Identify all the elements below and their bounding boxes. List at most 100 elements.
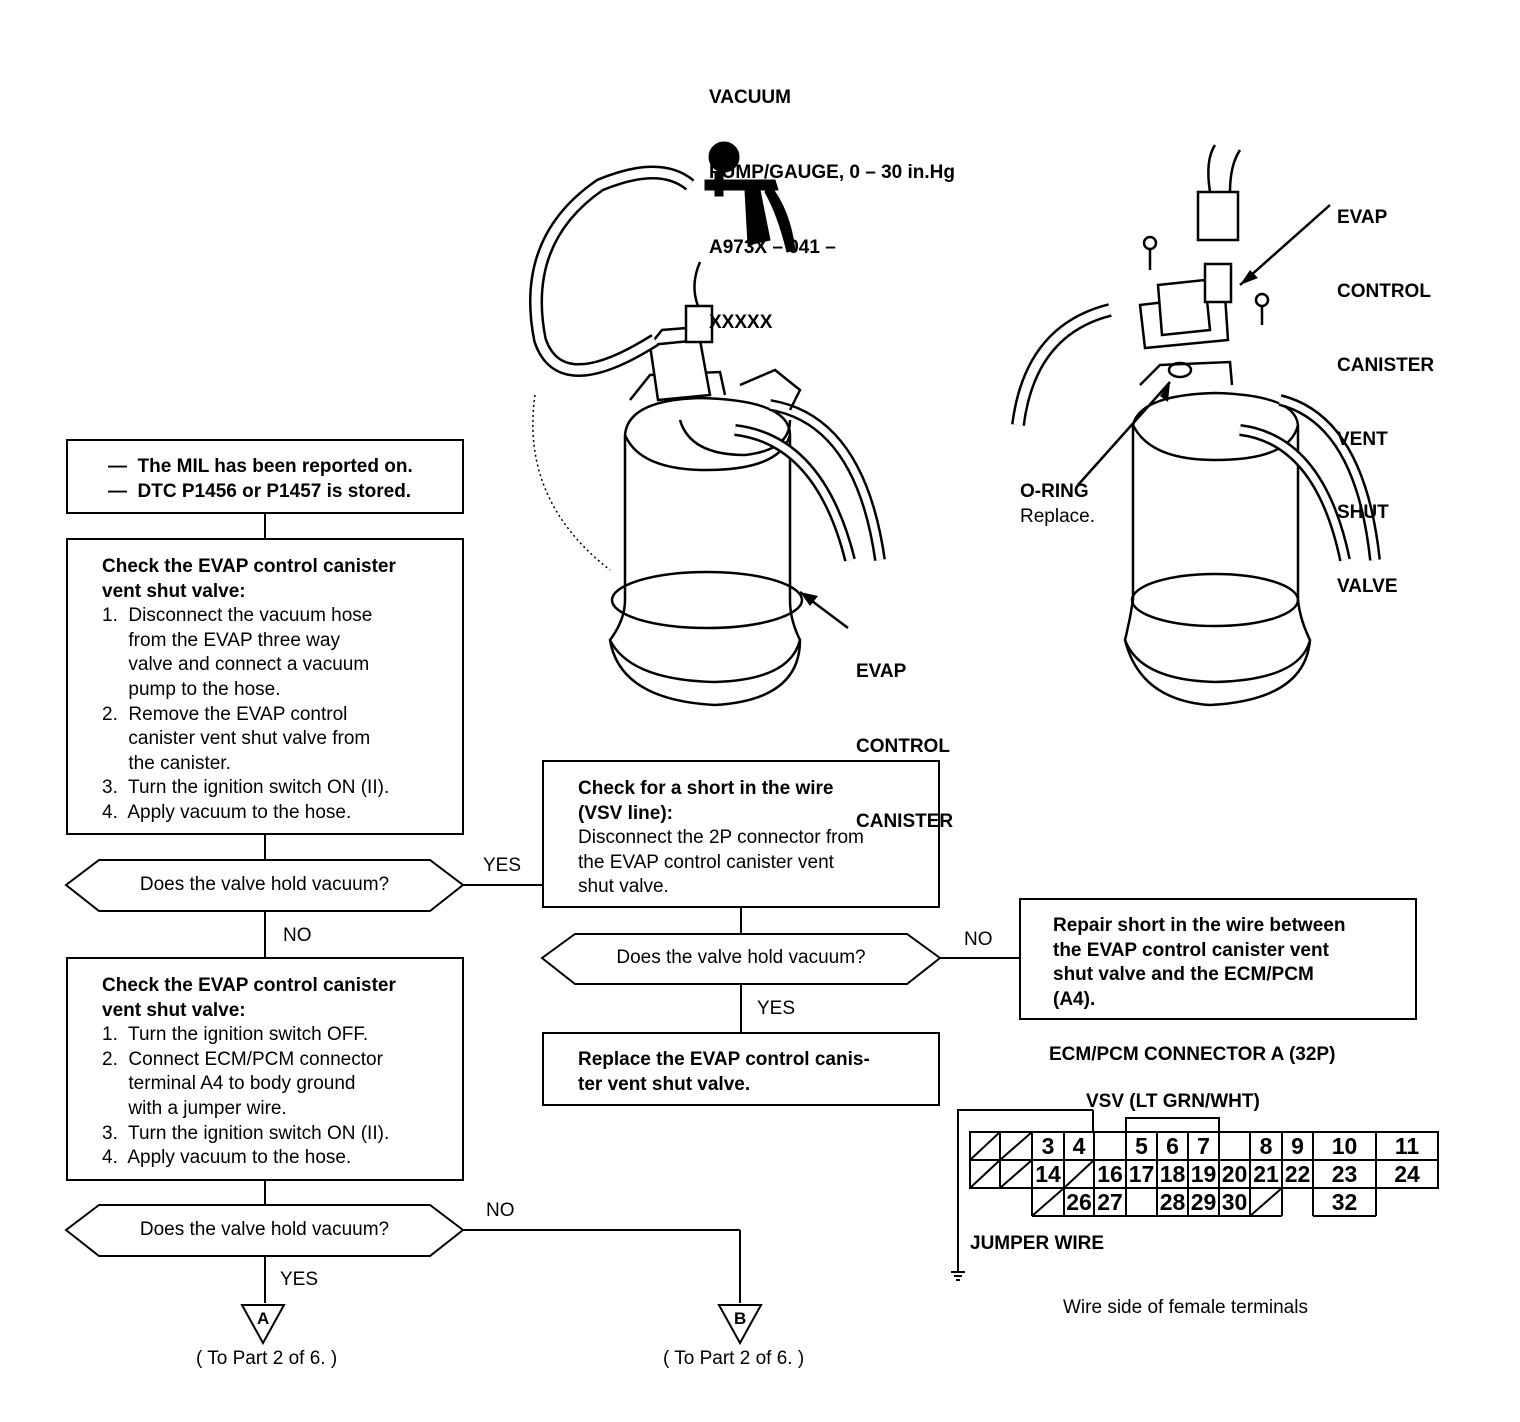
- pin-32: 32: [1331, 1189, 1358, 1215]
- canister-label: EVAP CONTROL CANISTER: [856, 609, 953, 859]
- step1-heading-2: vent shut valve:: [102, 580, 246, 602]
- canister-label-line: EVAP: [856, 661, 907, 682]
- pin-23: 23: [1331, 1161, 1358, 1187]
- start-box: — The MIL has been reported on. — DTC P1…: [66, 439, 464, 514]
- step2-line: 4. Apply vacuum to the hose.: [102, 1147, 352, 1169]
- step1-line: valve and connect a vacuum: [102, 654, 370, 676]
- step1-line: from the EVAP three way: [102, 629, 340, 651]
- connector-title: ECM/PCM CONNECTOR A (32P): [1049, 1044, 1336, 1065]
- decision3-yes: YES: [757, 998, 796, 1019]
- o-ring-label: O-RING: [1020, 481, 1089, 502]
- connector-caption: Wire side of female terminals: [1063, 1297, 1308, 1318]
- pin-29: 29: [1190, 1189, 1217, 1215]
- step2-heading-2: vent shut valve:: [102, 999, 246, 1021]
- pin-5: 5: [1135, 1133, 1148, 1159]
- canister-exploded-illustration: [1011, 144, 1381, 707]
- step2-line: 2. Connect ECM/PCM connector: [102, 1048, 383, 1070]
- terminal-b-letter: B: [734, 1309, 747, 1328]
- vent-valve-label-line: SHUT: [1337, 502, 1389, 524]
- vent-valve-label-line: VALVE: [1337, 576, 1398, 598]
- step1-line: 2. Remove the EVAP control: [102, 703, 348, 725]
- pin-22: 22: [1284, 1161, 1311, 1187]
- canister-arrowhead: [800, 592, 818, 606]
- connector-grid: [951, 1109, 1439, 1281]
- terminal-b-triangle: [717, 1304, 763, 1346]
- step2-heading-1: Check the EVAP control canister: [102, 975, 396, 996]
- step2-box: Check the EVAP control canister vent shu…: [66, 957, 464, 1181]
- pin-16: 16: [1097, 1161, 1123, 1187]
- step1-line: 3. Turn the ignition switch ON (II).: [102, 777, 390, 799]
- pin-19: 19: [1190, 1161, 1217, 1187]
- pin-11: 11: [1394, 1133, 1420, 1159]
- vacuum-pump-label-line: A973X – 041 –: [709, 237, 836, 258]
- decision1-shape: [64, 859, 465, 912]
- pin-10: 10: [1331, 1133, 1358, 1159]
- replace-box: Replace the EVAP control canis- ter vent…: [542, 1032, 940, 1106]
- vsv-label: VSV (LT GRN/WHT): [1086, 1091, 1260, 1112]
- terminal-a-letter: A: [257, 1309, 270, 1328]
- pin-18: 18: [1159, 1161, 1186, 1187]
- short-heading-1: Check for a short in the wire: [578, 778, 834, 799]
- repair-line: shut valve and the ECM/PCM: [1053, 964, 1314, 986]
- replace-line-2: ter vent shut valve.: [578, 1073, 751, 1095]
- canister-label-line: CONTROL: [856, 736, 950, 757]
- pin-24: 24: [1394, 1161, 1420, 1187]
- pin-9: 9: [1291, 1133, 1304, 1159]
- step1-line: 4. Apply vacuum to the hose.: [102, 801, 352, 823]
- step1-line: 1. Disconnect the vacuum hose: [102, 605, 373, 627]
- decision3-text: Does the valve hold vacuum?: [616, 947, 866, 968]
- pin-28: 28: [1159, 1189, 1186, 1215]
- pin-17: 17: [1128, 1161, 1155, 1187]
- step2-line: 3. Turn the ignition switch ON (II).: [102, 1122, 390, 1144]
- start-line-1: — The MIL has been reported on.: [108, 456, 413, 477]
- short-line: the EVAP control canister vent: [578, 851, 834, 873]
- step1-line: the canister.: [102, 752, 231, 774]
- o-ring-note: Replace.: [1020, 506, 1095, 527]
- vacuum-pump-label-line: VACUUM: [709, 87, 791, 108]
- vent-valve-label-line: CANISTER: [1337, 354, 1435, 376]
- step2-line: with a jumper wire.: [102, 1097, 287, 1119]
- oring-arrowhead: [1160, 382, 1170, 402]
- terminal-a-triangle: [240, 1304, 286, 1346]
- short-check-box: Check for a short in the wire (VSV line)…: [542, 760, 940, 908]
- terminal-b-note: ( To Part 2 of 6. ): [663, 1348, 805, 1369]
- terminal-a-note: ( To Part 2 of 6. ): [196, 1348, 338, 1369]
- vacuum-pump-label-line: XXXXX: [709, 312, 773, 333]
- pin-21: 21: [1253, 1161, 1279, 1187]
- short-line: Disconnect the 2P connector from: [578, 827, 864, 849]
- pin-26: 26: [1066, 1189, 1092, 1215]
- step1-box: Check the EVAP control canister vent shu…: [66, 538, 464, 835]
- step1-line: pump to the hose.: [102, 678, 281, 700]
- flow-connectors: [264, 513, 1019, 1303]
- repair-line: the EVAP control canister vent: [1053, 939, 1329, 961]
- canister-with-pump-illustration: [529, 165, 886, 707]
- pin-8: 8: [1259, 1133, 1273, 1159]
- decision3-shape: [540, 933, 942, 985]
- decision2-text: Does the valve hold vacuum?: [139, 1219, 390, 1240]
- short-line: shut valve.: [578, 876, 669, 898]
- decision2-yes: YES: [280, 1269, 319, 1290]
- pin-27: 27: [1097, 1189, 1123, 1215]
- step1-heading-1: Check the EVAP control canister: [102, 556, 396, 577]
- canister-label-line: CANISTER: [856, 811, 954, 832]
- vent-valve-label: EVAP CONTROL CANISTER VENT SHUT VALVE: [1337, 157, 1434, 624]
- decision1-yes: YES: [483, 855, 522, 876]
- pin-3: 3: [1041, 1133, 1055, 1159]
- pin-6: 6: [1166, 1133, 1179, 1159]
- vacuum-pump-icon: [704, 141, 796, 253]
- short-heading-2: (VSV line):: [578, 802, 674, 824]
- pin-30: 30: [1221, 1189, 1248, 1215]
- pin-20: 20: [1221, 1161, 1248, 1187]
- repair-line: Repair short in the wire between: [1053, 915, 1346, 936]
- vent-valve-label-line: EVAP: [1337, 207, 1388, 229]
- vacuum-pump-label-line: PUMP/GAUGE, 0 – 30 in.Hg: [709, 162, 955, 183]
- repair-box: Repair short in the wire between the EVA…: [1019, 898, 1417, 1020]
- step1-line: canister vent shut valve from: [102, 728, 371, 750]
- decision1-no: NO: [283, 925, 312, 946]
- replace-line-1: Replace the EVAP control canis-: [578, 1049, 870, 1070]
- step2-line: terminal A4 to body ground: [102, 1073, 356, 1095]
- vent-valve-label-line: CONTROL: [1337, 280, 1431, 302]
- decision1-text: Does the valve hold vacuum?: [139, 874, 390, 895]
- step2-line: 1. Turn the ignition switch OFF.: [102, 1024, 369, 1046]
